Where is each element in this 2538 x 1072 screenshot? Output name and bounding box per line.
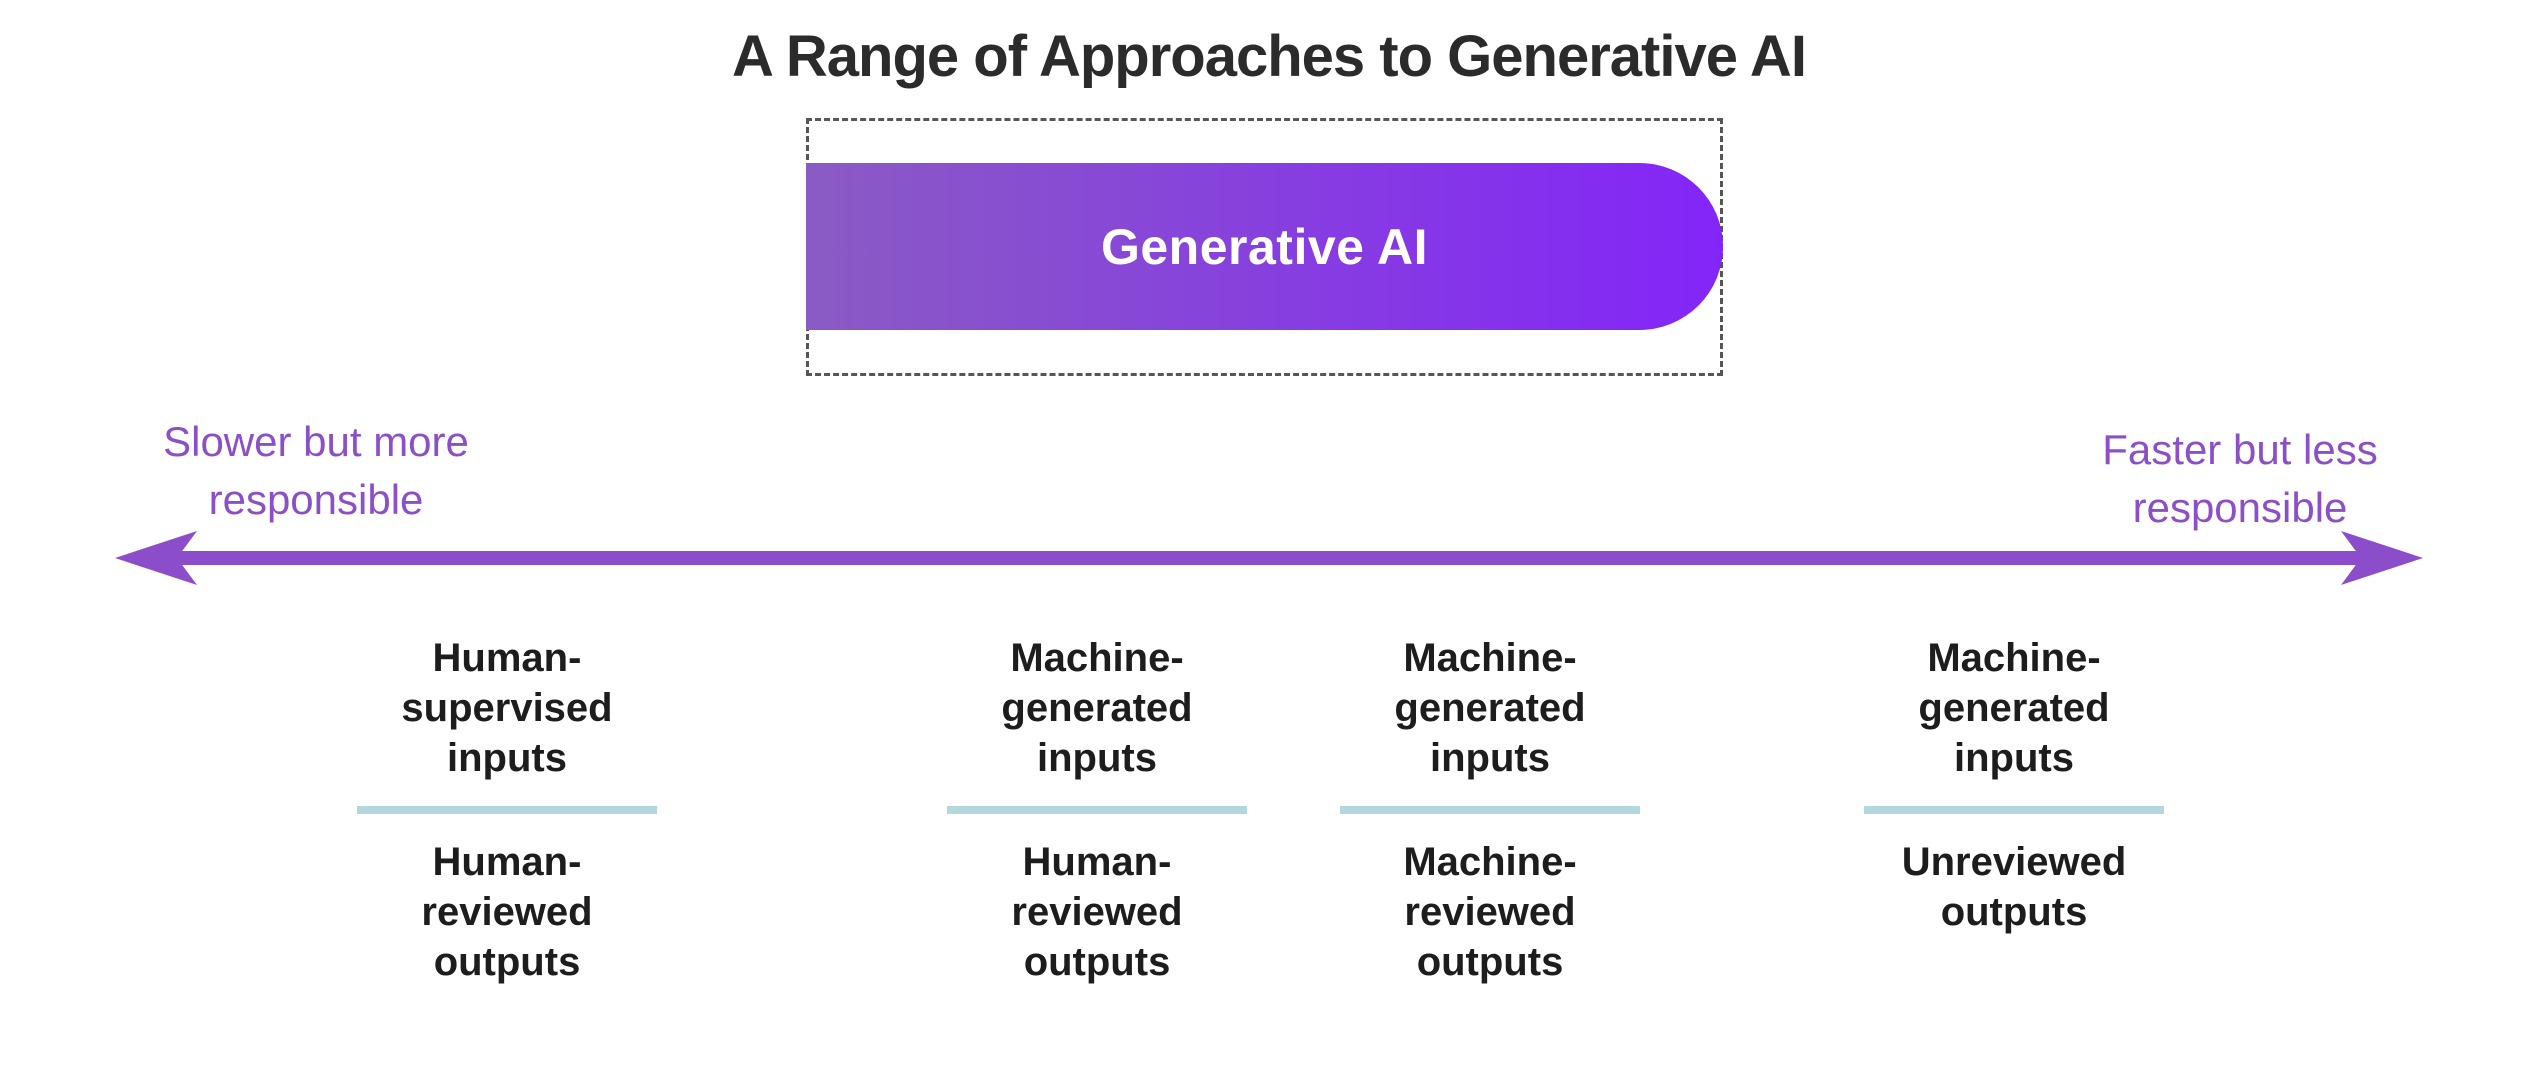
inputs-label: Human- supervised inputs <box>401 636 613 780</box>
inputs-outputs-divider <box>357 806 657 814</box>
page-title: A Range of Approaches to Generative AI <box>732 24 1807 89</box>
approach-column-machine-gen-human-review: Machine- generated inputs Human- reviewe… <box>947 633 1247 987</box>
approach-column-unreviewed: Machine- generated inputs Unreviewed out… <box>1864 633 2164 937</box>
inputs-label: Machine- generated inputs <box>1394 636 1586 780</box>
generative-ai-banner-label: Generative AI <box>1100 218 1428 275</box>
outputs-label: Human- reviewed outputs <box>421 840 593 984</box>
inputs-outputs-divider <box>1340 806 1640 814</box>
axis-label-slower-more-responsible: Slower but more responsible <box>163 418 469 523</box>
axis-label-faster-less-responsible: Faster but less responsible <box>2102 426 2378 531</box>
outputs-label: Human- reviewed outputs <box>1011 840 1183 984</box>
arrow-right-head-icon <box>2341 531 2423 585</box>
approach-column-machine-gen-machine-review: Machine- generated inputs Machine- revie… <box>1340 633 1640 987</box>
inputs-label: Machine- generated inputs <box>1918 636 2110 780</box>
inputs-outputs-divider <box>947 806 1247 814</box>
approach-column-human-supervised: Human- supervised inputs Human- reviewed… <box>357 633 657 987</box>
outputs-label: Machine- reviewed outputs <box>1403 840 1577 984</box>
outputs-label: Unreviewed outputs <box>1901 840 2127 934</box>
spectrum-double-arrow <box>115 531 2423 585</box>
arrow-left-head-icon <box>115 531 197 585</box>
generative-ai-banner: Generative AI <box>806 163 1723 330</box>
inputs-outputs-divider <box>1864 806 2164 814</box>
inputs-label: Machine- generated inputs <box>1001 636 1193 780</box>
